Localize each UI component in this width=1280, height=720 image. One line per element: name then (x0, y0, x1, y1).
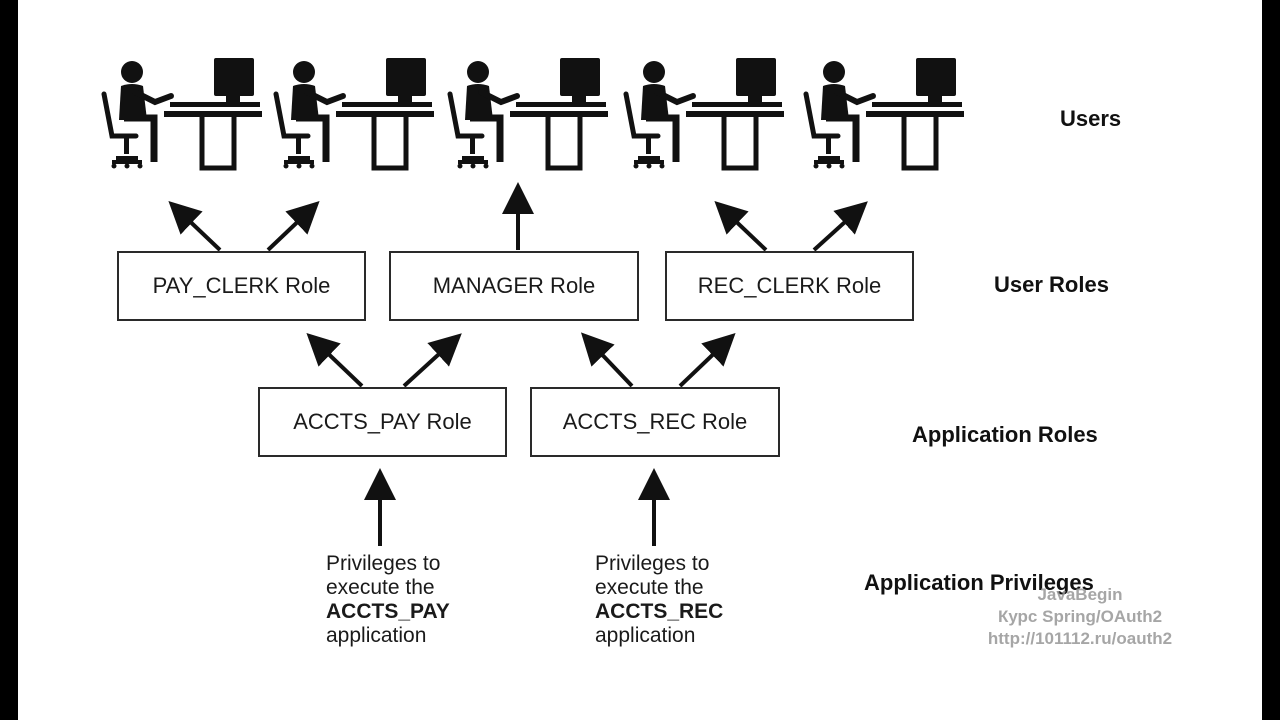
up-arrow-icon (580, 332, 634, 388)
up-arrow-icon (714, 200, 768, 252)
manager-role-box: MANAGER Role (389, 251, 639, 321)
up-arrow-icon (306, 332, 364, 388)
tier-label-application-roles: Application Roles (912, 422, 1098, 447)
accts-rec-role-box: ACCTS_REC Role (530, 387, 780, 457)
rec-clerk-role-box: REC_CLERK Role (665, 251, 914, 321)
tier-label-user-roles: User Roles (994, 272, 1109, 297)
pay-clerk-role-box: PAY_CLERK Role (117, 251, 366, 321)
watermark: JavaBegin Курс Spring/OAuth2 http://1011… (987, 585, 1173, 648)
up-arrow-icon (168, 200, 222, 252)
diagram-canvas: PAY_CLERK Role MANAGER Role REC_CLERK Ro… (18, 0, 1262, 720)
accts-pay-privileges-text: Privileges to execute the ACCTS_PAY appl… (326, 552, 450, 647)
tier-label-users: Users (1060, 106, 1122, 131)
accts-rec-privileges-text: Privileges to execute the ACCTS_REC appl… (595, 552, 724, 647)
tier-label-application-privileges: Application Privileges (864, 570, 1094, 595)
up-arrow-icon (266, 200, 320, 252)
up-arrow-icon (402, 333, 462, 388)
accts-pay-role-box: ACCTS_PAY Role (258, 387, 507, 457)
arrows-layer (168, 182, 868, 546)
up-arrow-icon (678, 332, 736, 388)
up-arrow-icon (812, 201, 868, 252)
